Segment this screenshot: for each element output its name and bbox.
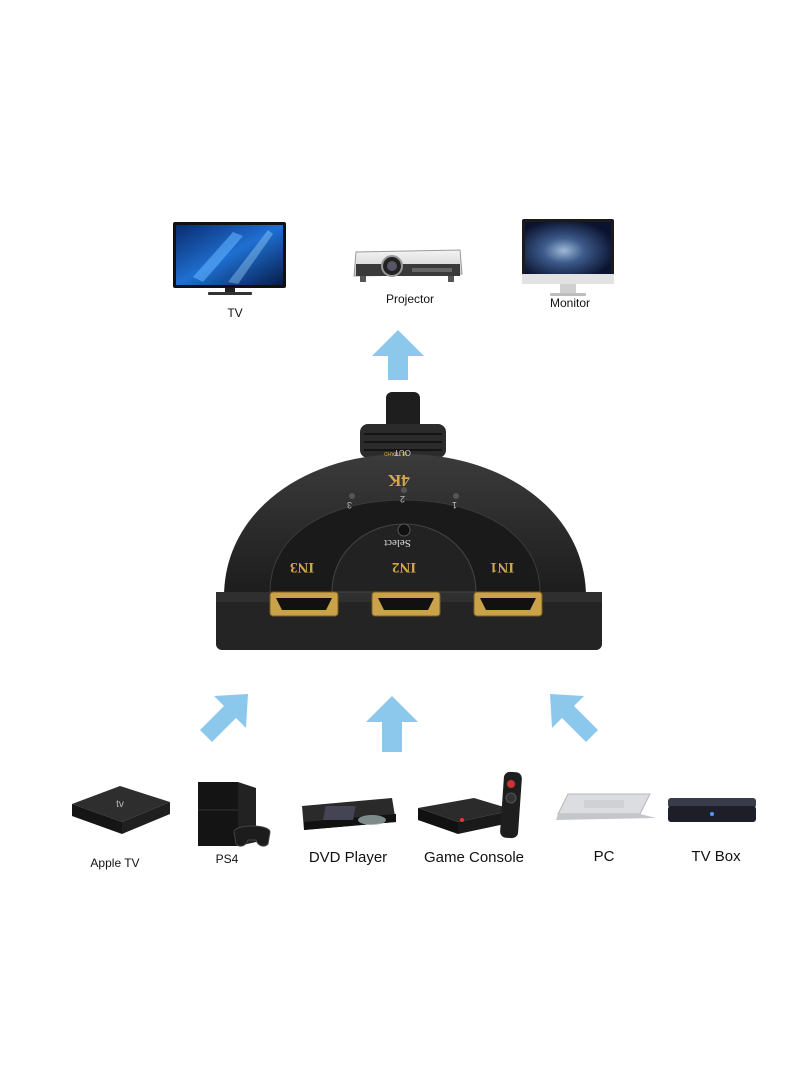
arrow-up-right-icon: [200, 694, 248, 742]
tv-image: [173, 222, 286, 295]
select-label: Select: [384, 537, 411, 549]
dvd-player-image: [302, 798, 396, 830]
in1-label: IN1: [490, 559, 515, 575]
monitor-image: [522, 219, 614, 296]
arrow-up-icon-2: [366, 696, 418, 752]
led-label-3: 3: [347, 500, 353, 510]
led-label-2: 2: [400, 494, 406, 504]
dvd-player-label: DVD Player: [308, 849, 388, 866]
led-label-1: 1: [452, 500, 458, 510]
game-console-image: [418, 771, 522, 839]
apple-tv-label: Apple TV: [90, 856, 140, 870]
arrow-up-icon: [372, 330, 424, 380]
pc-image: [556, 793, 656, 820]
game-console-label: Game Console: [423, 849, 525, 866]
projector-image: [353, 249, 463, 282]
tv-box-image: [668, 798, 756, 822]
apple-tv-logo: tv: [116, 799, 124, 810]
pc-label: PC: [593, 848, 615, 865]
arrow-up-left-icon: [550, 694, 598, 742]
monitor-label: Monitor: [549, 296, 590, 310]
tv-box-label: TV Box: [691, 848, 741, 865]
projector-label: Projector: [385, 292, 435, 306]
hdmi-switch-image: [216, 392, 602, 650]
in2-label: IN2: [392, 559, 417, 575]
tv-label: TV: [227, 306, 243, 320]
ps4-image: [198, 782, 271, 847]
brand-4k: 4K: [388, 471, 410, 490]
ps4-label: PS4: [215, 852, 239, 866]
apple-tv-image: tv: [72, 786, 170, 834]
out-label: OUT: [394, 448, 411, 457]
in3-label: IN3: [290, 559, 315, 575]
